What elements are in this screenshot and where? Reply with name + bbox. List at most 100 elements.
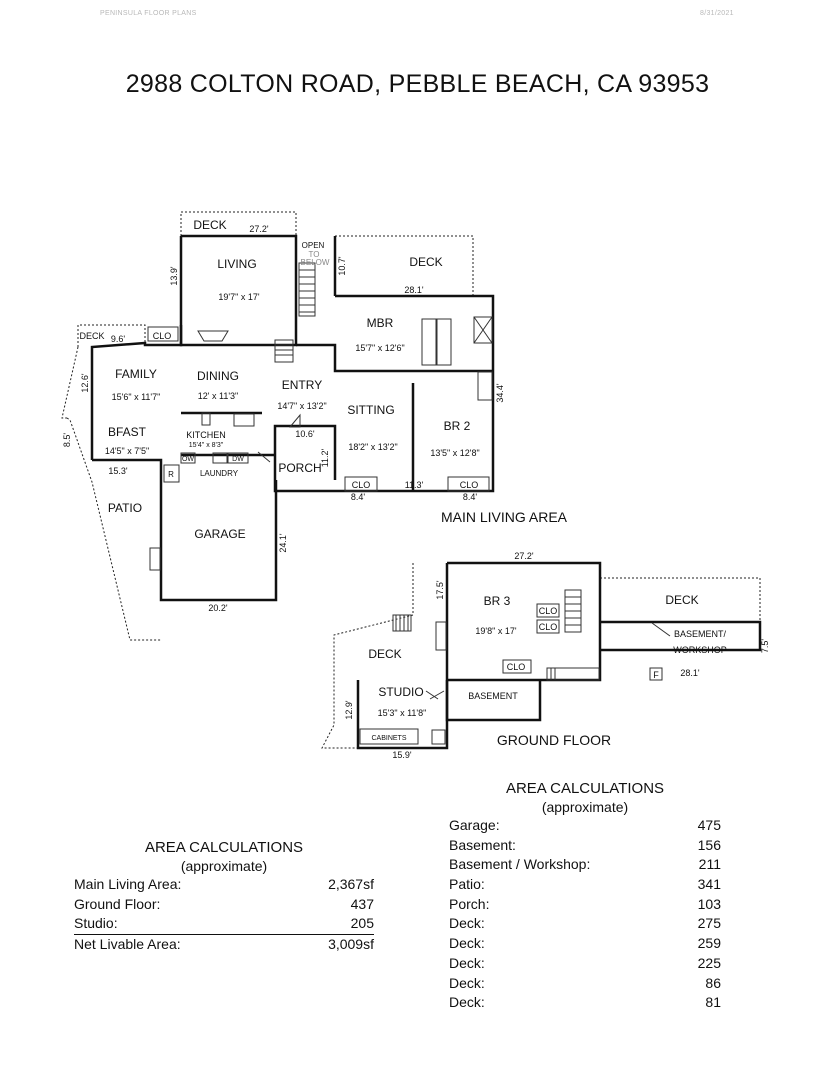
ground-level-labels: 27.2' 17.5' BR 3 19'8" x 17' CLO CLO DEC… [344, 551, 770, 760]
floor-plan-drawing: 27.2' DECK OPEN TO BELOW LIVING 19'7" x … [61, 211, 770, 760]
plan-label: LAUNDRY [200, 469, 239, 478]
stair-entry [274, 339, 294, 363]
plan-label: DECK [368, 647, 401, 661]
plan-label: 13'5" x 12'8" [430, 448, 479, 458]
plan-label: DW [232, 456, 244, 463]
table-row: Deck:225 [449, 954, 721, 971]
plan-label: CABINETS [371, 735, 406, 742]
plan-label: KITCHEN [186, 430, 226, 440]
plan-label: 12.9' [344, 700, 354, 720]
plan-label: 28.1' [680, 668, 700, 678]
plan-label: 12.6' [80, 373, 90, 393]
area-other-subtitle: (approximate) [541, 799, 629, 815]
plan-label: 14'5" x 7'5" [105, 446, 149, 456]
plan-label: BR 2 [444, 419, 471, 433]
plan-label: 15'4" x 8'3" [189, 442, 224, 449]
plan-label: MBR [367, 316, 394, 330]
plan-label: OW [182, 456, 194, 463]
plan-label: BFAST [108, 425, 147, 439]
plan-label: BR 3 [484, 594, 511, 608]
plan-label: 8.4' [351, 492, 366, 502]
plan-label: 27.2' [249, 224, 269, 234]
plan-label: 15.9' [392, 750, 412, 760]
plan-label: 17.5' [435, 580, 445, 600]
plan-label: F [653, 670, 659, 680]
plan-label: 34.4' [495, 383, 505, 403]
plan-label: DECK [79, 331, 104, 341]
table-row: Ground Floor:437 [74, 895, 374, 912]
plan-label: LIVING [217, 257, 256, 271]
table-row: Main Living Area:2,367sf [74, 876, 374, 892]
plan-label: 28.1' [404, 285, 424, 295]
plan-label: FAMILY [115, 367, 157, 381]
plan-label: 14'7" x 13'2" [277, 401, 326, 411]
plan-label: 15'7" x 12'6" [355, 343, 404, 353]
plan-label: 19'8" x 17' [475, 626, 516, 636]
label-ground-floor: GROUND FLOOR [497, 732, 611, 748]
table-row: Studio:205 [74, 914, 374, 936]
table-row: Deck:275 [449, 915, 721, 932]
plan-label: 11.3' [405, 480, 424, 490]
area-livable-title: AREA CALCULATIONS [144, 839, 304, 856]
plan-label: 10.6' [295, 429, 315, 439]
plan-label: 19'7" x 17' [218, 292, 259, 302]
plan-label: CLO [352, 480, 371, 490]
plan-label: 20.2' [208, 603, 228, 613]
main-walls [90, 234, 762, 750]
stair-main [298, 262, 316, 317]
plan-label: DECK [409, 255, 442, 269]
plan-label: 15'6" x 11'7" [112, 392, 161, 402]
label-main-living-area: MAIN LIVING AREA [441, 509, 568, 525]
plan-label: CLO [153, 331, 172, 341]
plan-label: BASEMENT/ [674, 629, 727, 639]
plan-label: 13.9' [169, 266, 179, 286]
plan-label: BASEMENT [468, 691, 518, 701]
main-level-labels: 27.2' DECK OPEN TO BELOW LIVING 19'7" x … [62, 218, 568, 613]
plan-label: DECK [665, 593, 698, 607]
area-other-table: AREA CALCULATIONS (approximate) Garage:4… [449, 779, 721, 1013]
plan-label: CLO [460, 480, 479, 490]
plan-label: R [168, 470, 174, 479]
table-row: Garage:475 [449, 817, 721, 833]
table-row: Deck:86 [449, 974, 721, 991]
plan-label: 10.7' [337, 256, 347, 276]
plan-label: BELOW [301, 258, 330, 267]
table-row: Basement / Workshop:211 [449, 856, 721, 873]
plan-label: 27.2' [514, 551, 534, 561]
plan-label: GARAGE [194, 527, 245, 541]
plan-label: PORCH [278, 461, 321, 475]
table-row-total: Net Livable Area:3,009sf [74, 936, 374, 953]
table-row: Porch:103 [449, 895, 721, 912]
plan-label: 8.4' [463, 492, 478, 502]
plan-label: CLO [539, 622, 558, 632]
plan-label: 9.6' [111, 334, 126, 344]
plan-label: CLO [539, 606, 558, 616]
table-row: Patio:341 [449, 876, 721, 893]
area-livable-table: AREA CALCULATIONS (approximate) Main Liv… [74, 838, 374, 955]
plan-label: 15'3" x 11'8" [378, 708, 427, 718]
plan-label: 15.3' [108, 466, 128, 476]
area-livable-subtitle: (approximate) [180, 858, 268, 874]
plan-label: 11.2' [320, 448, 330, 467]
fireplace-main [197, 330, 229, 342]
plan-label: 12' x 11'3" [198, 391, 239, 401]
header-date: 8/31/2021 [700, 10, 734, 17]
plan-label: STUDIO [378, 685, 423, 699]
table-row: Deck:259 [449, 935, 721, 952]
plan-label: 8.5' [62, 433, 72, 448]
plan-label: DINING [197, 369, 239, 383]
plan-label: OPEN [302, 241, 325, 250]
plan-label: DECK [193, 218, 226, 232]
fireplace-ground [435, 621, 447, 651]
plan-label: PATIO [108, 501, 142, 515]
plan-label: SITTING [347, 403, 394, 417]
table-row: Basement:156 [449, 836, 721, 853]
page-title: 2988 COLTON ROAD, PEBBLE BEACH, CA 93953 [125, 70, 710, 98]
plan-label: TO [309, 250, 320, 259]
table-row: Deck:81 [449, 994, 721, 1011]
plan-label: 24.1' [278, 533, 288, 553]
plan-label: ENTRY [282, 378, 322, 392]
plan-label: CLO [507, 662, 526, 672]
plan-label: 7.5' [760, 639, 770, 654]
header-source: PENINSULA FLOOR PLANS [100, 10, 197, 17]
